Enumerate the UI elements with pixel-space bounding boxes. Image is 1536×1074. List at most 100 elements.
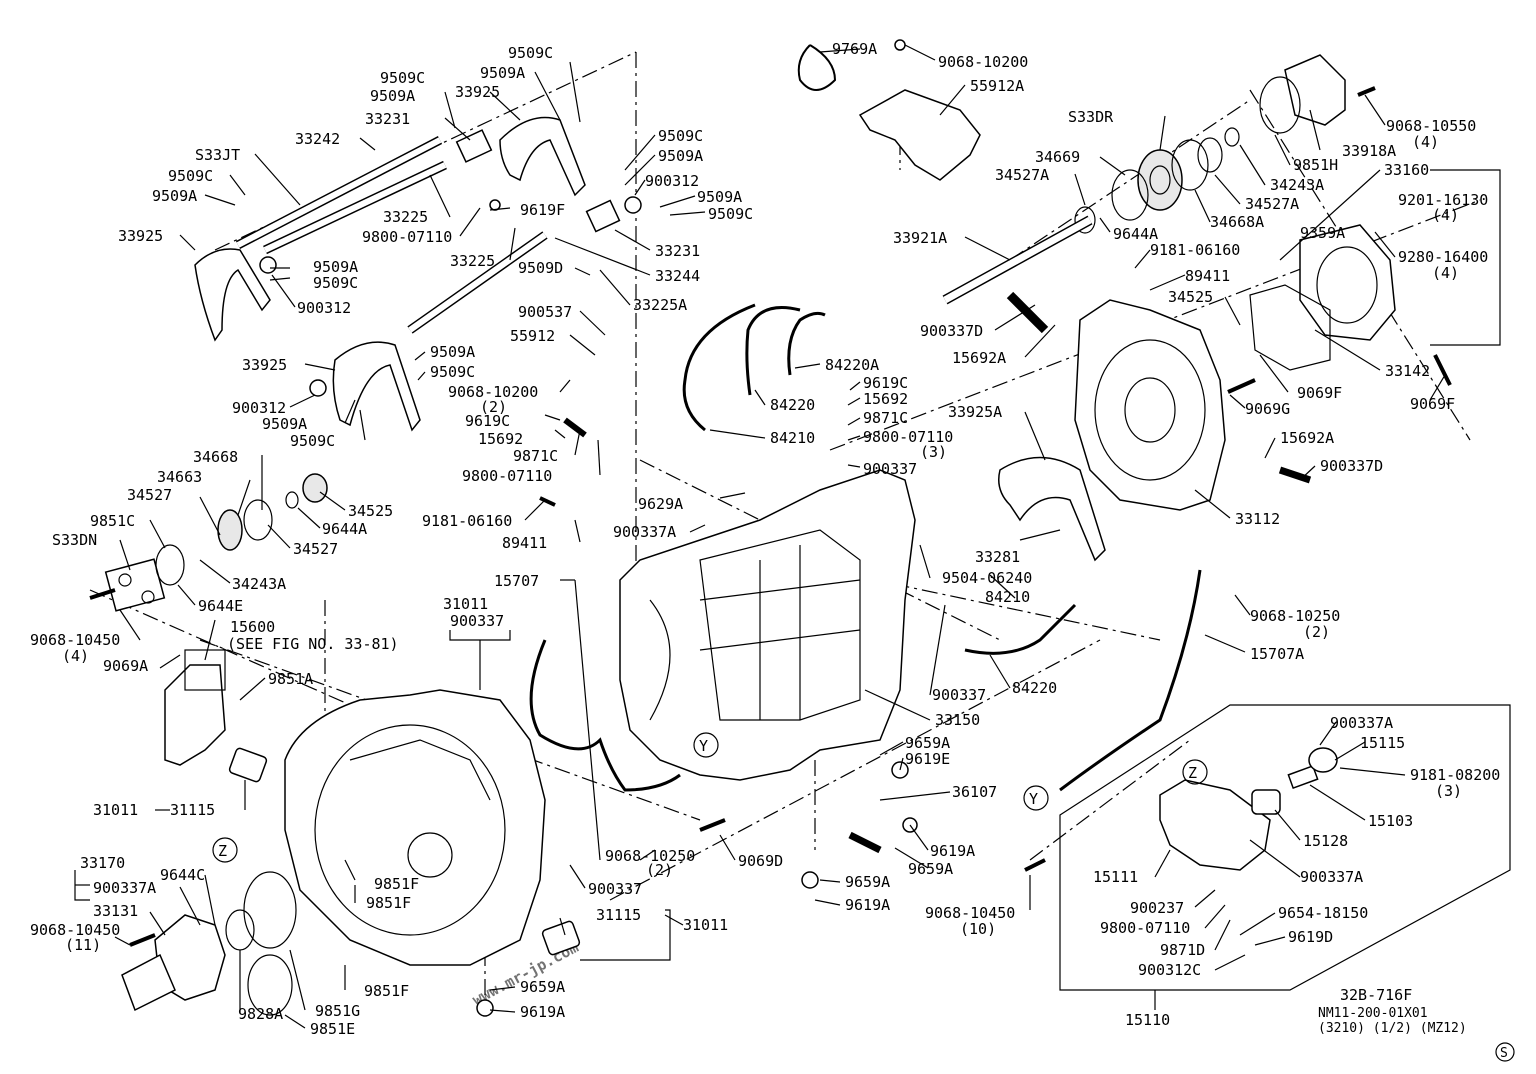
wire-84210 — [682, 303, 756, 432]
label-9851E: 9851E — [310, 1020, 355, 1038]
label-9509A-d: 9509A — [313, 258, 358, 276]
label-33918A: 33918A — [1342, 142, 1396, 160]
label-900337-b: 900337 — [932, 686, 986, 704]
label-15103: 15103 — [1368, 812, 1413, 830]
label-9509D: 9509D — [518, 259, 563, 277]
shift-fork-3 — [499, 116, 586, 197]
label-9509C-d: 9509C — [313, 274, 358, 292]
valve-15103 — [1287, 765, 1319, 789]
label-33231-b: 33231 — [655, 242, 700, 260]
label-9851C: 9851C — [90, 512, 135, 530]
label-55912A: 55912A — [970, 77, 1024, 95]
label-33150: 33150 — [935, 711, 980, 729]
label-15692A-a: 15692A — [1280, 429, 1334, 447]
markers: Z Y Y Z S — [212, 704, 1515, 1062]
label-15707A: 15707A — [1250, 645, 1304, 663]
label-9068-10200-a: 9068-10200 — [938, 53, 1028, 71]
label-33281: 33281 — [975, 548, 1020, 566]
bearing-31115a — [228, 747, 268, 783]
label-9068-10250-a: 9068-10250 — [1250, 607, 1340, 625]
label-9800-07110-d: 9800-07110 — [462, 467, 552, 485]
rear-cover — [1299, 224, 1396, 341]
label-9069F-a: 9069F — [1297, 384, 1342, 402]
label-9619F: 9619F — [520, 201, 565, 219]
label-31115-b: 31115 — [596, 906, 641, 924]
label-900337-c: 900337 — [450, 612, 504, 630]
label-15692-a: 15692 — [863, 390, 908, 408]
shift-rail-2 — [263, 160, 447, 255]
pump-15111 — [1159, 779, 1271, 871]
label-36107: 36107 — [952, 783, 997, 801]
corner-symbol: S — [1500, 1046, 1508, 1061]
label-9509A-b: 9509A — [370, 87, 415, 105]
label-84210-a: 84210 — [770, 429, 815, 447]
label-15692A-b: 15692A — [952, 349, 1006, 367]
label-31011-c: 31011 — [683, 916, 728, 934]
diagram-ref: NM11-200-01X01 — [1318, 1006, 1428, 1021]
label-15111: 15111 — [1093, 868, 1138, 886]
label-15128: 15128 — [1303, 832, 1348, 850]
label-9509A-g: 9509A — [430, 343, 475, 361]
bolts — [89, 39, 1452, 1017]
label-9851F-b: 9851F — [366, 894, 411, 912]
label-9509A-a: 9509A — [480, 64, 525, 82]
label-9509C-h: 9509C — [290, 432, 335, 450]
label-S33DN: S33DN — [52, 531, 97, 549]
leader-lines — [74, 44, 1501, 1029]
label-9851G: 9851G — [315, 1002, 360, 1020]
label-9509A-e: 9509A — [658, 147, 703, 165]
marker-z-right: Z — [1188, 764, 1197, 782]
label-15110: 15110 — [1125, 1011, 1170, 1029]
bracket-55912A — [858, 89, 981, 181]
label-9659A-c: 9659A — [845, 873, 890, 891]
label-34525-b: 34525 — [348, 502, 393, 520]
fork-33925A — [998, 456, 1106, 562]
label-9509C-f: 9509C — [708, 205, 753, 223]
label-9800-07110-c: 9800-07110 — [362, 228, 452, 246]
label-84220A-a: 84220A — [825, 356, 879, 374]
label-9509C-b: 9509C — [380, 69, 425, 87]
label-qty-2b: (2) — [480, 398, 507, 416]
shift-head-2 — [585, 199, 621, 233]
extension-housing — [1074, 299, 1226, 511]
clutch-housing — [284, 689, 546, 966]
parts-illustrations — [89, 39, 1452, 1017]
label-33225A: 33225A — [633, 296, 687, 314]
label-900337D-b: 900337D — [920, 322, 983, 340]
label-9851A: 9851A — [268, 670, 313, 688]
bearing-31115b — [541, 920, 581, 956]
label-9504-06240: 9504-06240 — [942, 569, 1032, 587]
label-9619C-b: 9619C — [465, 412, 510, 430]
label-9800-07110-a: 9800-07110 — [863, 428, 953, 446]
label-9068-10450-b: 9068-10450 — [30, 631, 120, 649]
band-9769A — [797, 44, 837, 91]
marker-y-right: Y — [1029, 790, 1038, 808]
gasket-33142 — [1249, 284, 1331, 371]
label-9619E-a: 9619E — [905, 750, 950, 768]
label-9659A-d: 9659A — [520, 978, 565, 996]
label-33242: 33242 — [295, 130, 340, 148]
label-33170: 33170 — [80, 854, 125, 872]
label-900312-b: 900312 — [645, 172, 699, 190]
label-55912: 55912 — [510, 327, 555, 345]
label-33225-a: 33225 — [383, 208, 428, 226]
label-34525-a: 34525 — [1168, 288, 1213, 306]
label-9069F-b: 9069F — [1410, 395, 1455, 413]
label-15692-b: 15692 — [478, 430, 523, 448]
label-9280-16400: 9280-16400 — [1398, 248, 1488, 266]
roller-2 — [624, 196, 642, 214]
ring-34668A — [1171, 139, 1209, 191]
ring-9851G — [243, 871, 297, 949]
ball-1 — [489, 199, 501, 211]
actuator-15600 — [164, 664, 226, 766]
label-31011-a: 31011 — [443, 595, 488, 613]
ring-34527Ab — [1197, 137, 1223, 173]
label-9509C-c: 9509C — [168, 167, 213, 185]
gear-34663 — [217, 509, 243, 551]
label-33112: 33112 — [1235, 510, 1280, 528]
shift-rail-1 — [235, 136, 443, 249]
ring-34669 — [1111, 169, 1149, 221]
label-33925-a: 33925 — [455, 83, 500, 101]
label-84210-b: 84210 — [985, 588, 1030, 606]
label-900237: 900237 — [1130, 899, 1184, 917]
